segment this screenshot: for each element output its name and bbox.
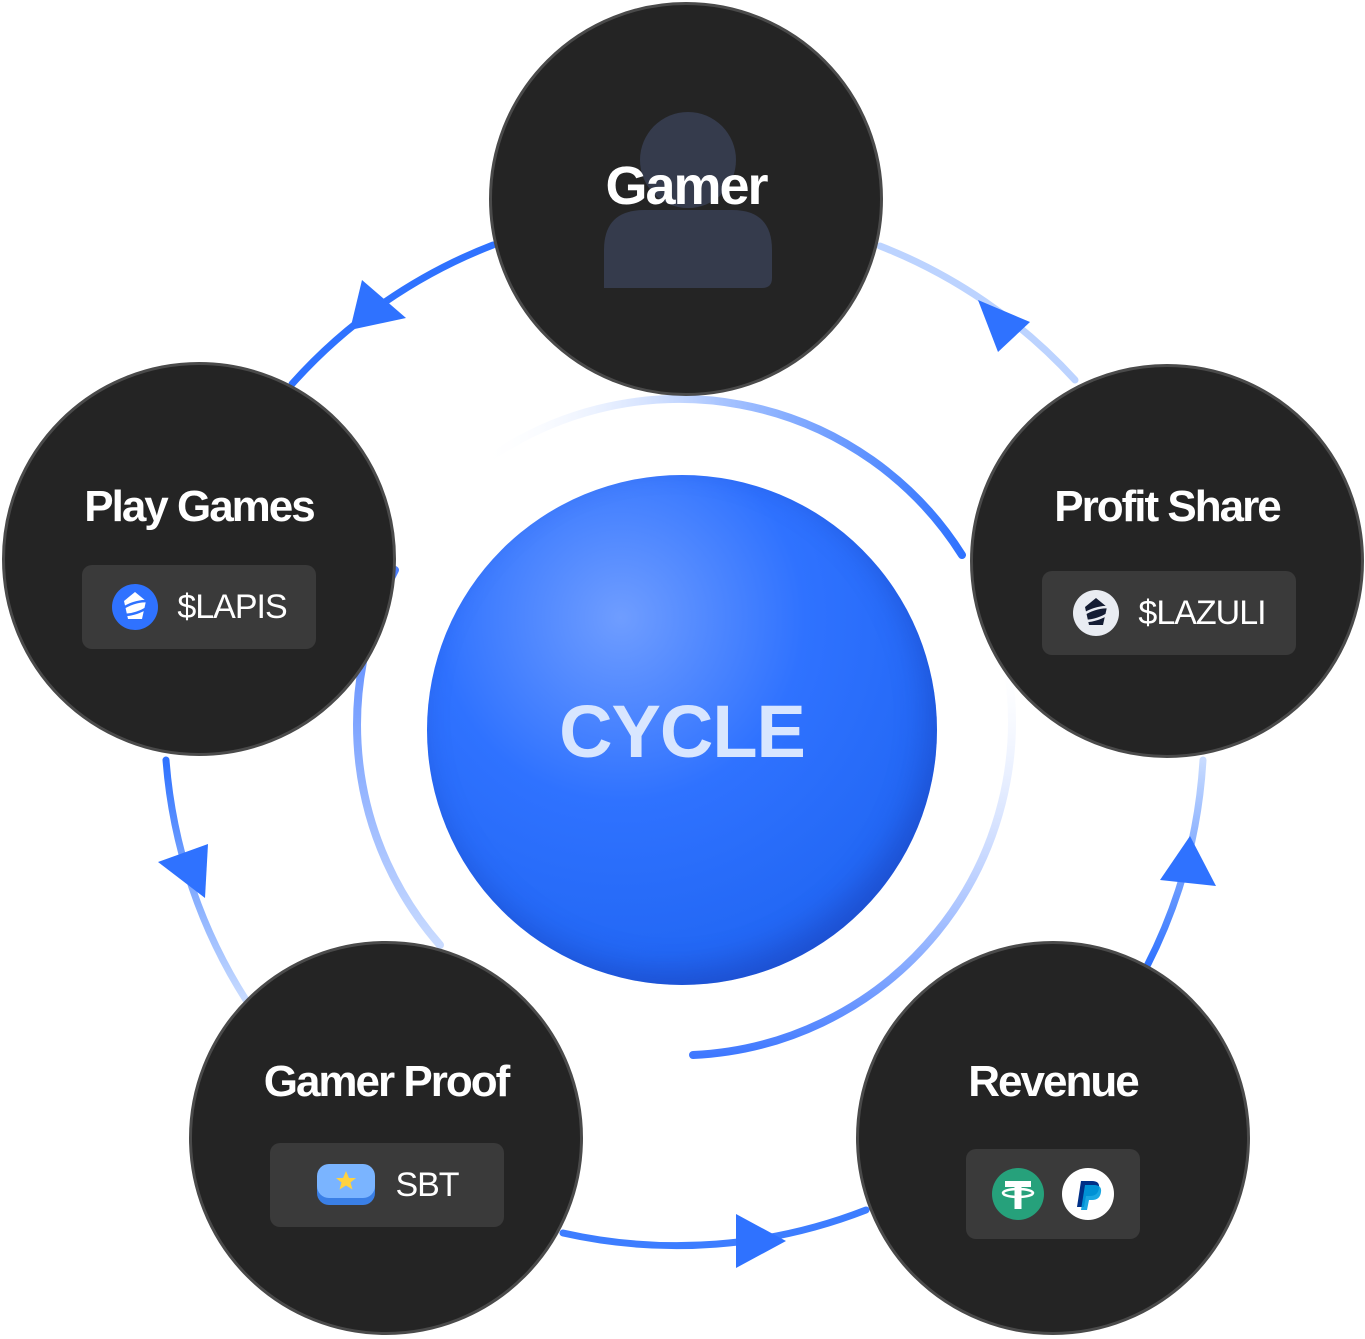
node-title-gamer-proof: Gamer Proof	[263, 1057, 511, 1106]
node-title-revenue: Revenue	[968, 1057, 1139, 1106]
arrow-head-gamer-to-play	[350, 280, 406, 330]
node-revenue: Revenue	[856, 941, 1250, 1335]
chip-label-lazuli: $LAZULI	[1138, 593, 1266, 632]
cycle-center-circle: CYCLE	[427, 475, 937, 985]
lazuli-token-icon	[1073, 590, 1120, 636]
chip-revenue-currencies	[966, 1149, 1140, 1239]
arrow-head-revenue-to-profit	[1160, 836, 1216, 886]
chip-sbt: SBT	[270, 1143, 504, 1227]
chip-lapis: $LAPIS	[82, 565, 316, 649]
arrow-head-play-to-proof	[158, 844, 208, 898]
tether-icon	[992, 1168, 1044, 1220]
chip-lazuli: $LAZULI	[1042, 571, 1296, 655]
node-title-profit-share: Profit Share	[1054, 482, 1281, 531]
arc-proof-to-revenue	[559, 1206, 870, 1250]
lapis-token-icon	[112, 584, 159, 630]
node-play-games: Play Games $LAPIS	[2, 362, 396, 756]
arrow-head-proof-to-revenue	[736, 1214, 786, 1268]
cycle-label: CYCLE	[559, 690, 806, 773]
arc-profit-to-gamer	[876, 242, 1079, 384]
node-gamer-proof: Gamer Proof SBT	[189, 941, 583, 1335]
node-profit-share: Profit Share $LAZULI	[970, 364, 1364, 758]
sbt-badge-icon	[317, 1164, 376, 1205]
chip-label-lapis: $LAPIS	[177, 587, 287, 626]
arrow-head-profit-to-gamer	[978, 300, 1030, 352]
node-title-gamer: Gamer	[605, 156, 768, 216]
inner-arc-top	[476, 395, 966, 559]
node-gamer: Gamer	[489, 2, 883, 396]
chip-label-sbt: SBT	[395, 1165, 459, 1204]
paypal-icon	[1062, 1168, 1114, 1220]
inner-arc-right	[689, 666, 1016, 1059]
user-avatar-icon	[604, 112, 772, 288]
node-title-play-games: Play Games	[84, 482, 316, 531]
